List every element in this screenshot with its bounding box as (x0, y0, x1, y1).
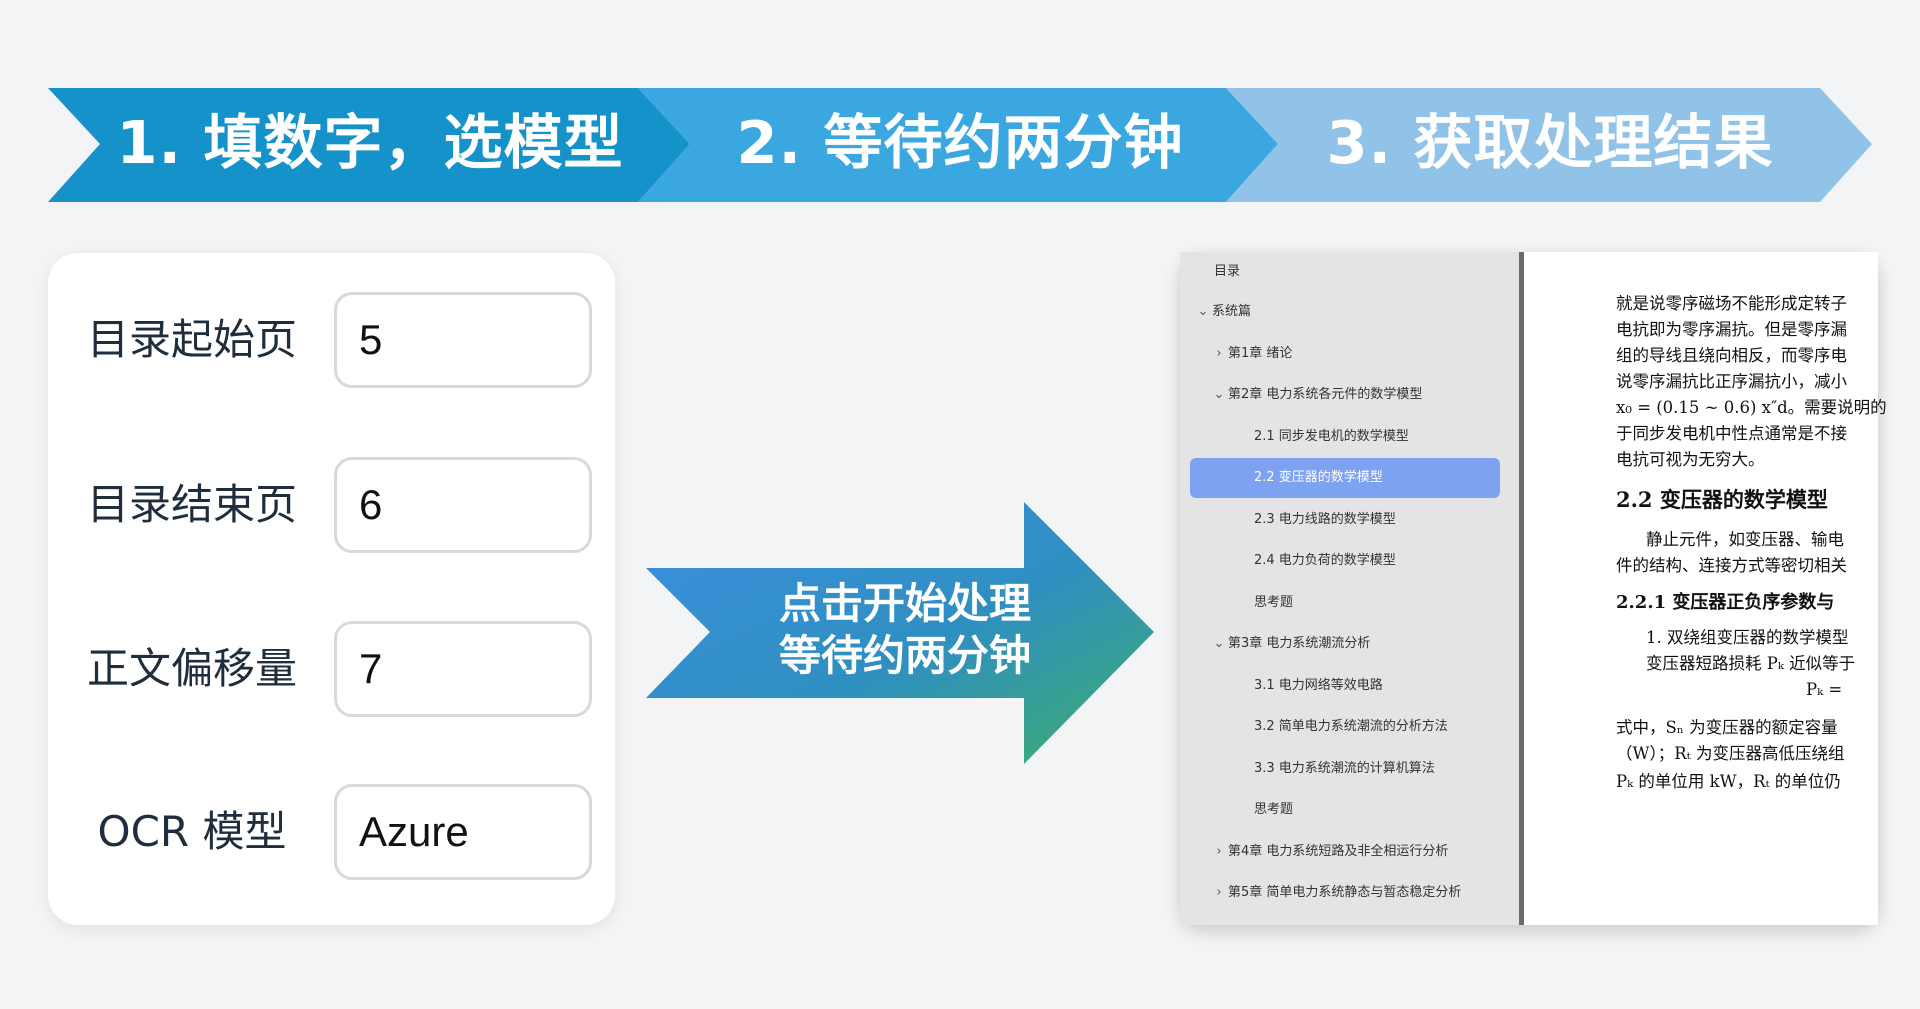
ocr-label: OCR 模型 (97, 807, 287, 856)
step-2-label: 2. 等待约两分钟 (736, 108, 1184, 177)
step-3-label: 3. 获取处理结果 (1326, 108, 1774, 177)
chevron-right-icon[interactable]: › (1216, 345, 1222, 361)
page-text-line: 2.2.1 变压器正负序参数与 (1616, 592, 1835, 613)
chevron-down-icon[interactable]: ⌄ (1213, 387, 1225, 402)
toc-item[interactable]: 3.3 电力系统潮流的计算机算法 (1236, 749, 1435, 789)
page-text-line: 说零序漏抗比正序漏抗小，减小 (1616, 372, 1847, 391)
toc-item-label: 3.3 电力系统潮流的计算机算法 (1254, 760, 1435, 776)
process-arrow[interactable] (640, 500, 1160, 770)
toc-item[interactable]: 3.2 简单电力系统潮流的分析方法 (1236, 707, 1448, 747)
toc-item-label: 2.3 电力线路的数学模型 (1254, 511, 1396, 527)
step-1-arrow (48, 88, 690, 202)
offset-input[interactable]: 7 (334, 621, 592, 717)
toc-title: 目录 (1214, 264, 1241, 279)
toc-item[interactable]: 思考题 (1236, 583, 1293, 623)
toc-item-label: 第1章 绪论 (1228, 345, 1293, 361)
page-text-line: 组的导线且绕向相反，而零序电 (1616, 346, 1847, 365)
step-1-label: 1. 填数字，选模型 (116, 108, 624, 177)
page-text-line: （W）；Rₜ 为变压器高低压绕组 (1616, 744, 1845, 763)
chevron-down-icon[interactable]: ⌄ (1213, 636, 1225, 651)
steps-arrows (48, 88, 1872, 202)
toc-item-label: 思考题 (1254, 802, 1294, 817)
toc-start-row: 目录起始页 5 (48, 292, 615, 388)
toc-item[interactable]: 2.2 变压器的数学模型 (1190, 458, 1500, 498)
toc-item[interactable]: › 第1章 绪论 (1210, 334, 1292, 374)
chevron-right-icon[interactable]: › (1216, 843, 1222, 859)
page-text-line: 电抗即为零序漏抗。但是零序漏 (1616, 320, 1847, 339)
toc-item[interactable]: › 第5章 简单电力系统静态与暂态稳定分析 (1210, 873, 1461, 913)
page-text-line: 电抗可视为无穷大。 (1616, 450, 1765, 469)
pane-divider[interactable] (1519, 252, 1524, 925)
page-text-line: 件的结构、连接方式等密切相关 (1616, 556, 1847, 575)
ocr-model-input[interactable]: Azure (334, 784, 592, 880)
document-page: 就是说零序磁场不能形成定转子电抗即为零序漏抗。但是零序漏组的导线且绕向相反，而零… (1524, 252, 1887, 925)
page-text-line: 1. 双绕组变压器的数学模型 (1646, 628, 1849, 647)
toc-item[interactable]: ⌄第2章 电力系统各元件的数学模型 (1210, 375, 1423, 415)
toc-item-label: 第2章 电力系统各元件的数学模型 (1228, 387, 1423, 402)
toc-item[interactable]: › 第4章 电力系统短路及非全相运行分析 (1210, 832, 1448, 872)
toc-start-label: 目录起始页 (86, 315, 297, 364)
toc-item-label: 3.1 电力网络等效电路 (1254, 677, 1383, 693)
page-text-line: 于同步发电机中性点通常是不接 (1616, 424, 1847, 443)
toc-item-label: 2.2 变压器的数学模型 (1254, 470, 1383, 485)
page-text-line: 变压器短路损耗 Pₖ 近似等于 (1646, 654, 1856, 673)
page-text-line: Pₖ 的单位用 kW，Rₜ 的单位仍 (1616, 772, 1841, 791)
toc-item-label: 第3章 电力系统潮流分析 (1228, 636, 1371, 651)
toc-item-label: 系统篇 (1212, 304, 1252, 319)
chevron-right-icon[interactable]: › (1216, 885, 1222, 900)
process-arrow-text: 点击开始处理 等待约两分钟 (740, 578, 1070, 682)
toc-item[interactable]: ⌄第3章 电力系统潮流分析 (1210, 624, 1371, 664)
ocr-row: OCR 模型 Azure (48, 784, 615, 880)
toc-item-label: 2.1 同步发电机的数学模型 (1254, 428, 1409, 444)
arrow-line-1: 点击开始处理 (778, 579, 1031, 628)
toc-start-input[interactable]: 5 (334, 292, 592, 388)
toc-item[interactable]: 思考题 (1236, 790, 1293, 830)
toc-item-label: 思考题 (1254, 594, 1294, 610)
page-text-line: 就是说零序磁场不能形成定转子 (1616, 294, 1847, 313)
settings-card: 目录起始页 5 目录结束页 6 正文偏移量 7 OCR 模型 Azure (48, 253, 615, 925)
steps-banner: 1. 填数字，选模型 2. 等待约两分钟 3. 获取处理结果 (0, 0, 1920, 220)
chevron-down-icon[interactable]: ⌄ (1197, 304, 1209, 319)
page-text-line: 静止元件，如变压器、输电 (1646, 530, 1844, 549)
toc-item-label: 3.2 简单电力系统潮流的分析方法 (1254, 719, 1448, 734)
toc-end-row: 目录结束页 6 (48, 457, 615, 553)
arrow-line-2: 等待约两分钟 (778, 631, 1031, 680)
step-2-arrow (638, 88, 1278, 202)
toc-item-label: 2.4 电力负荷的数学模型 (1254, 553, 1396, 568)
toc-item[interactable]: 2.4 电力负荷的数学模型 (1236, 541, 1396, 581)
toc-item-label: 第5章 简单电力系统静态与暂态稳定分析 (1228, 885, 1462, 900)
page-text-line: 式中，Sₙ 为变压器的额定容量 (1616, 718, 1838, 737)
toc-end-label: 目录结束页 (86, 480, 297, 529)
offset-label: 正文偏移量 (86, 644, 297, 693)
toc-item[interactable]: ⌄系统篇 (1194, 292, 1251, 332)
toc-end-input[interactable]: 6 (334, 457, 592, 553)
page-text-line: 2.2 变压器的数学模型 (1616, 487, 1828, 512)
toc-item-label: 第4章 电力系统短路及非全相运行分析 (1228, 843, 1449, 859)
offset-row: 正文偏移量 7 (48, 621, 615, 717)
step-3-arrow (1226, 88, 1872, 202)
toc-item[interactable]: 2.1 同步发电机的数学模型 (1236, 417, 1409, 457)
page-text-line: x₀ = (0.15 ~ 0.6) x″d。需要说明的 (1616, 398, 1887, 417)
toc-item[interactable]: 2.3 电力线路的数学模型 (1236, 500, 1396, 540)
toc-item[interactable]: 3.1 电力网络等效电路 (1236, 666, 1383, 706)
page-text-line: Pₖ = (1806, 680, 1843, 699)
